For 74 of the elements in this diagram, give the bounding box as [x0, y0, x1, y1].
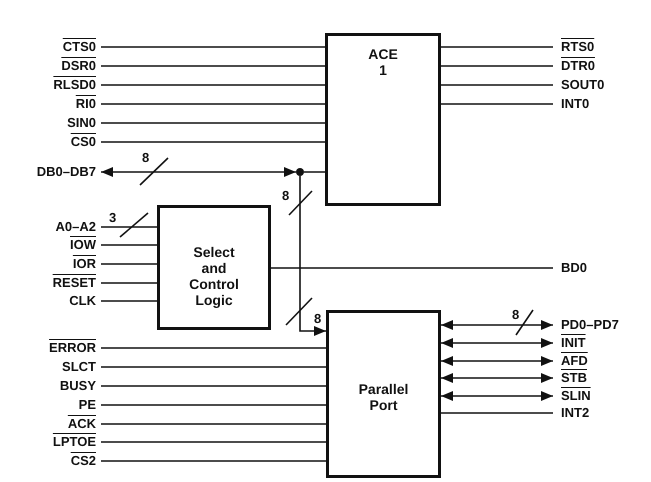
pin-label: SLIN	[553, 388, 648, 404]
pin-label: CS2	[0, 453, 101, 469]
signal-line	[101, 84, 325, 86]
block-label: ACE 1	[367, 46, 399, 80]
signal-line	[101, 46, 325, 48]
pin-label: PE	[0, 397, 101, 413]
signal-line	[101, 404, 326, 406]
pin-label: AFD	[553, 353, 648, 369]
pin-label: ACK	[0, 416, 101, 432]
pin-label: SOUT0	[553, 77, 648, 93]
block-label: Select and Control Logic	[188, 244, 240, 310]
pin-label: DTR0	[553, 58, 648, 74]
pin-label: RLSD0	[0, 77, 101, 93]
pin-label: CLK	[0, 293, 101, 309]
signal-line	[101, 441, 326, 443]
pin-label: ERROR	[0, 340, 101, 356]
pin-label: RTS0	[553, 39, 648, 55]
pin-label: A0–A2	[0, 219, 101, 235]
pin-label: BUSY	[0, 378, 101, 394]
pin-label: CS0	[0, 134, 101, 150]
bidirectional-arrow	[441, 373, 553, 383]
pin-label: RESET	[0, 275, 101, 291]
pin-label: SIN0	[0, 115, 101, 131]
bidirectional-arrow	[441, 391, 553, 401]
bidirectional-arrow	[441, 338, 553, 348]
signal-line	[101, 122, 325, 124]
pin-label: INT2	[553, 405, 648, 421]
arrow	[299, 176, 326, 336]
signal-line	[101, 65, 325, 67]
logic-block	[157, 205, 271, 330]
signal-line	[101, 103, 325, 105]
pin-label: SLCT	[0, 359, 101, 375]
pin-label: IOW	[0, 237, 101, 253]
signal-line	[271, 267, 553, 269]
signal-line	[101, 460, 326, 462]
signal-line	[101, 282, 157, 284]
signal-line	[101, 366, 326, 368]
signal-line	[101, 263, 157, 265]
bidirectional-arrow	[101, 167, 296, 177]
signal-line	[441, 412, 553, 414]
pin-label: DB0–DB7	[0, 164, 101, 180]
pin-label: BD0	[553, 260, 648, 276]
signal-line	[101, 423, 326, 425]
bus-width-number: 8	[314, 312, 322, 326]
signal-line	[101, 385, 326, 387]
junction-dot	[296, 168, 304, 176]
block-label: Parallel Port	[358, 381, 410, 415]
bus-width-number: 3	[109, 211, 116, 225]
pin-label: RI0	[0, 96, 101, 112]
signal-line	[304, 171, 325, 173]
pin-label: DSR0	[0, 58, 101, 74]
bidirectional-arrow	[441, 320, 553, 330]
bus-width-number: 8	[142, 151, 150, 165]
signal-line	[101, 244, 157, 246]
parallel-port-block	[326, 310, 441, 478]
signal-line	[441, 46, 553, 48]
pin-label: PD0–PD7	[553, 317, 648, 333]
pin-label: STB	[553, 370, 648, 386]
bus-width-number: 8	[282, 189, 290, 203]
ace-block	[325, 33, 441, 206]
bus-width-number: 8	[512, 308, 520, 322]
signal-line	[441, 103, 553, 105]
pin-label: IOR	[0, 256, 101, 272]
bidirectional-arrow	[441, 356, 553, 366]
pin-label: INIT	[553, 335, 648, 351]
signal-line	[101, 226, 157, 228]
signal-line	[101, 347, 326, 349]
signal-line	[441, 65, 553, 67]
pin-label: CTS0	[0, 39, 101, 55]
pin-label: INT0	[553, 96, 648, 112]
signal-line	[101, 141, 325, 143]
signal-line	[101, 300, 157, 302]
signal-line	[441, 84, 553, 86]
pin-label: LPTOE	[0, 434, 101, 450]
